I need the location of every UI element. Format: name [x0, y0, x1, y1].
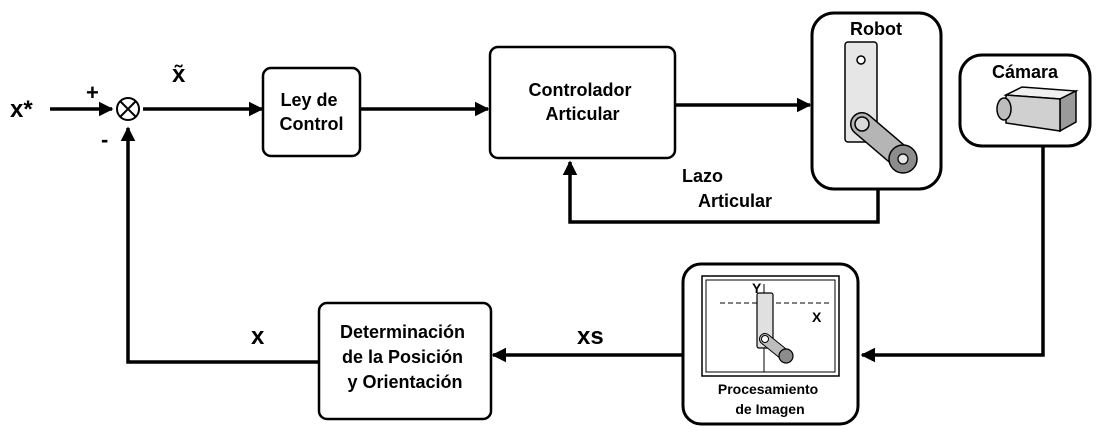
image-features-label: xs — [577, 323, 604, 350]
image-axis-y: Y — [752, 280, 762, 296]
image-frame-inner — [705, 279, 836, 373]
camera-illustration — [996, 86, 1079, 133]
minus-sign: - — [101, 127, 108, 152]
error-label: x̃ — [172, 61, 186, 88]
reference-label: x* — [10, 96, 33, 123]
image-frame — [701, 275, 840, 377]
processed-robot-illustration — [756, 292, 794, 364]
controlador-label: Controlador Articular — [528, 80, 636, 124]
feedback-label: x — [251, 323, 265, 350]
robot-arm-illustration — [844, 41, 918, 174]
arrow-joint-loop — [562, 160, 880, 224]
summing-junction — [116, 97, 140, 121]
image-axis-x: X — [812, 309, 822, 325]
plus-sign: + — [86, 80, 99, 105]
determination-block — [317, 301, 493, 421]
camera-label: Cámara — [992, 62, 1059, 82]
determination-label: Determinación de la Posición y Orientaci… — [340, 322, 470, 392]
robot-label: Robot — [850, 19, 902, 39]
arrow-camera-to-processing — [860, 146, 1045, 363]
processing-label: Procesamiento de Imagen — [718, 381, 822, 417]
arrow-feedback-to-summer — [120, 126, 318, 364]
ley-control-block — [261, 66, 362, 158]
controlador-block — [488, 45, 677, 160]
loop-label: Lazo Articular — [682, 166, 772, 211]
ley-control-label: Ley de Control — [280, 90, 344, 134]
